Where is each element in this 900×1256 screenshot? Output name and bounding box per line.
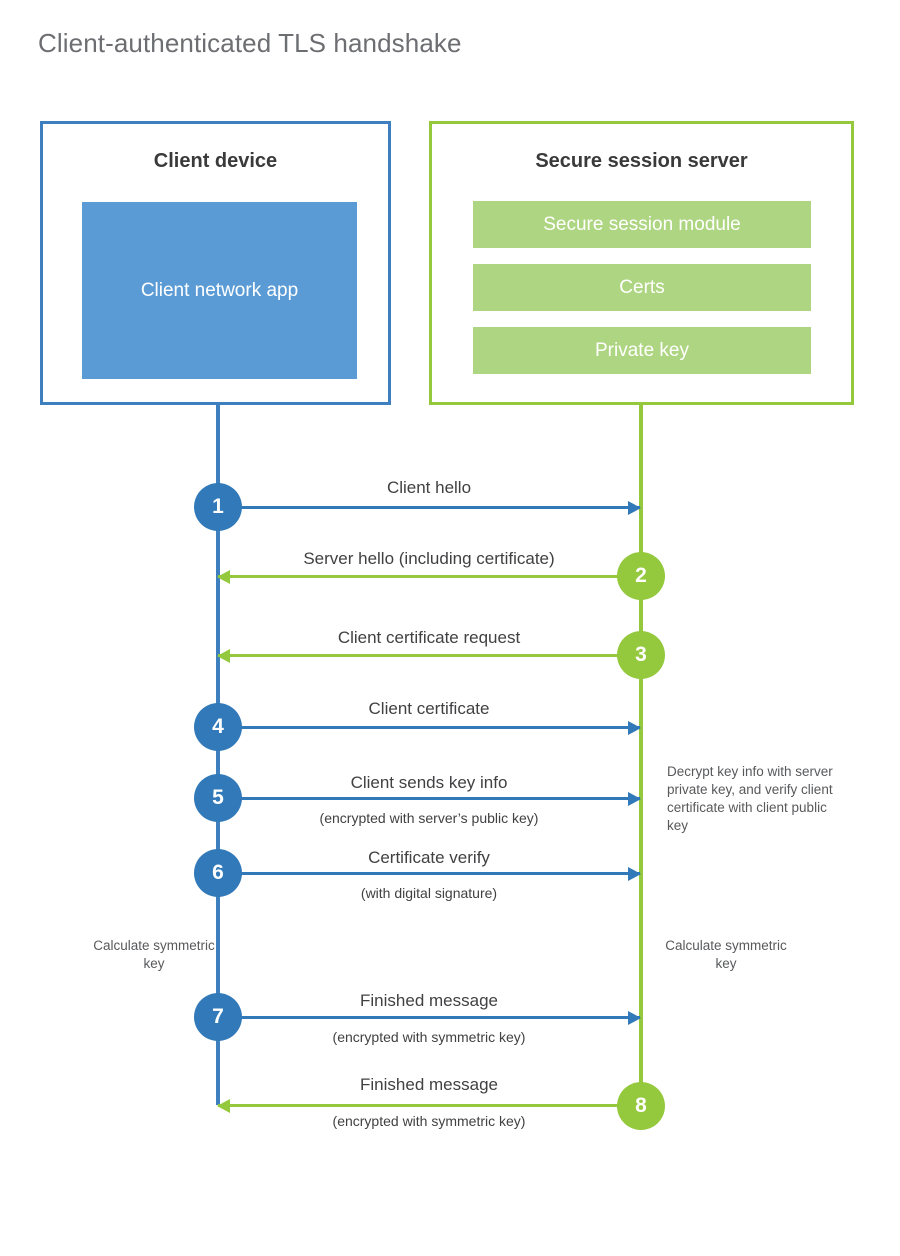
arrow-head-icon xyxy=(217,570,230,584)
step-2-marker[interactable]: 2 xyxy=(617,552,665,600)
step-3-arrow xyxy=(217,649,639,663)
step-5-arrow xyxy=(218,792,641,806)
server-calculate-symmetric-key-note: Calculate symmetric key xyxy=(665,938,787,971)
server-module-private-key: Private key xyxy=(473,327,811,374)
step-5-label: Client sends key info xyxy=(350,773,508,792)
server-module-certs: Certs xyxy=(473,264,811,311)
step-1-label: Client hello xyxy=(386,478,472,497)
step-6-arrow xyxy=(218,867,641,881)
arrow-head-icon xyxy=(628,721,641,735)
arrow-head-icon xyxy=(217,1099,230,1113)
step-8-arrow xyxy=(217,1099,639,1113)
step-6-label: Certificate verify xyxy=(368,848,490,867)
step-4-label: Client certificate xyxy=(368,699,490,718)
arrow-head-icon xyxy=(217,649,230,663)
server-module-secure-session-module: Secure session module xyxy=(473,201,811,248)
step-4-marker[interactable]: 4 xyxy=(194,703,242,751)
step-8-marker[interactable]: 8 xyxy=(617,1082,665,1130)
server-lifeline xyxy=(639,405,643,1106)
server-decrypt-note: Decrypt key info with server private key… xyxy=(667,764,833,833)
client-lifeline xyxy=(216,405,220,1105)
step-5-marker[interactable]: 5 xyxy=(194,774,242,822)
client-device-box: Client device Client network app xyxy=(40,121,391,405)
step-8-sublabel: (encrypted with symmetric key) xyxy=(332,1113,526,1129)
step-2-label: Server hello (including certificate) xyxy=(303,549,555,568)
step-3-marker[interactable]: 3 xyxy=(617,631,665,679)
step-7-marker[interactable]: 7 xyxy=(194,993,242,1041)
step-1-arrow xyxy=(218,501,641,515)
arrow-head-icon xyxy=(628,792,641,806)
step-7-sublabel: (encrypted with symmetric key) xyxy=(332,1029,526,1045)
arrow-head-icon xyxy=(628,501,641,515)
secure-session-server-title: Secure session server xyxy=(535,150,748,172)
step-8-label: Finished message xyxy=(360,1075,498,1094)
step-5-sublabel: (encrypted with server’s public key) xyxy=(319,810,539,826)
step-6-marker[interactable]: 6 xyxy=(194,849,242,897)
step-3-label: Client certificate request xyxy=(337,628,521,647)
step-4-arrow xyxy=(218,721,641,735)
step-7-arrow xyxy=(218,1011,641,1025)
client-device-title: Client device xyxy=(153,150,278,172)
client-calculate-symmetric-key-note: Calculate symmetric key xyxy=(93,938,215,971)
step-7-label: Finished message xyxy=(360,991,498,1010)
client-network-app-block: Client network app xyxy=(82,202,357,379)
page-title: Client-authenticated TLS handshake xyxy=(38,28,462,58)
arrow-head-icon xyxy=(628,1011,641,1025)
step-2-arrow xyxy=(217,570,639,584)
step-6-sublabel: (with digital signature) xyxy=(360,885,498,901)
arrow-head-icon xyxy=(628,867,641,881)
step-1-marker[interactable]: 1 xyxy=(194,483,242,531)
secure-session-server-box: Secure session server Secure session mod… xyxy=(429,121,854,405)
